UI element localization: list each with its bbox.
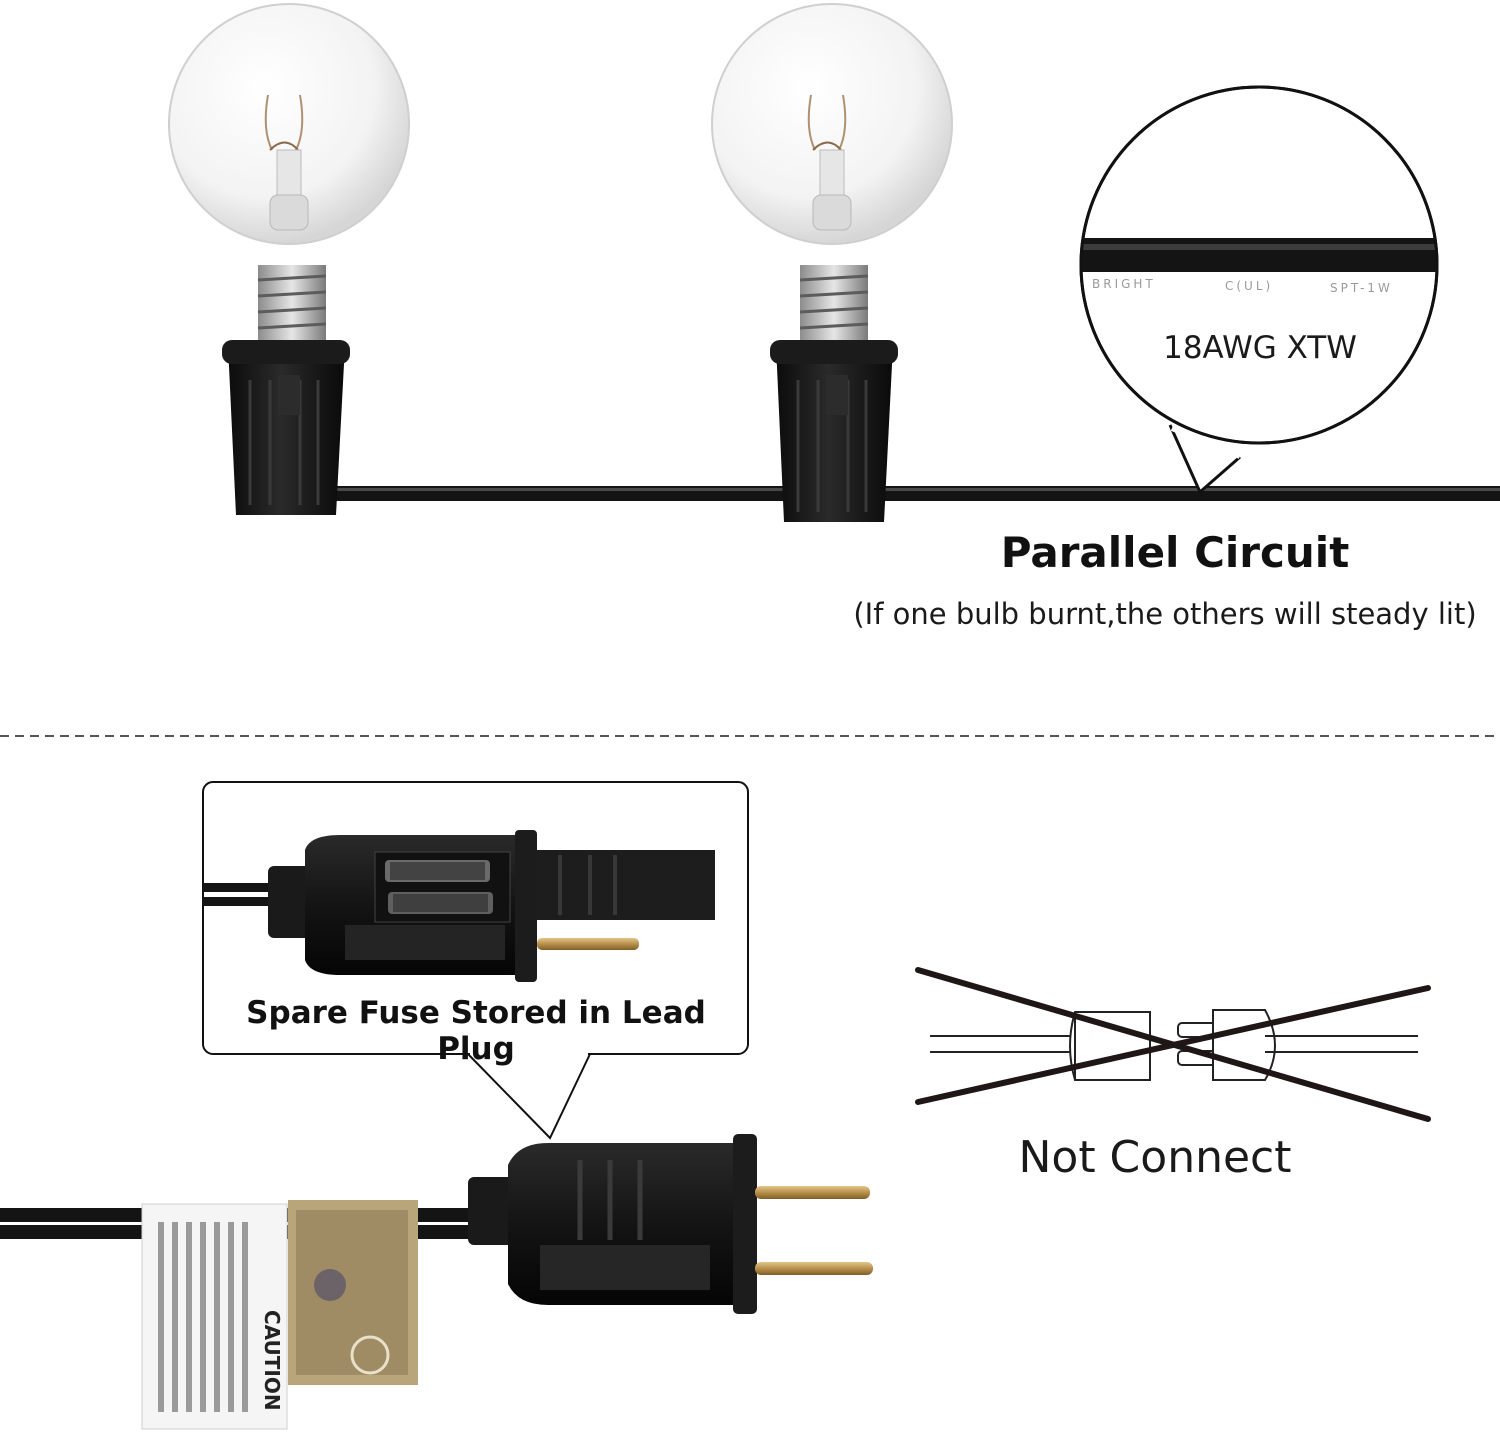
wire-print-2: C(UL)	[1225, 279, 1273, 293]
cross-out-icon	[915, 967, 1431, 1122]
wire-magnifier-callout: BRIGHT C(UL) SPT-1W	[1079, 85, 1439, 494]
wire-gauge-label: 18AWG XTW	[1163, 330, 1357, 366]
section-subtitle: (If one bulb burnt,the others will stead…	[853, 597, 1477, 631]
bulb-2	[711, 3, 953, 522]
string-cable	[300, 486, 1500, 501]
wire-print-1: BRIGHT	[1092, 277, 1156, 291]
lead-plug: CAUTION	[0, 1134, 873, 1430]
fuse-caption: Spare Fuse Stored in Lead Plug	[246, 995, 706, 1067]
section-title: Parallel Circuit	[1000, 528, 1350, 577]
wire-print-3: SPT-1W	[1330, 281, 1393, 295]
caution-tag-text: CAUTION	[260, 1310, 284, 1411]
not-connect-label: Not Connect	[1018, 1132, 1292, 1183]
fuse-callout-box	[202, 781, 749, 1140]
bulb-1	[168, 3, 410, 515]
